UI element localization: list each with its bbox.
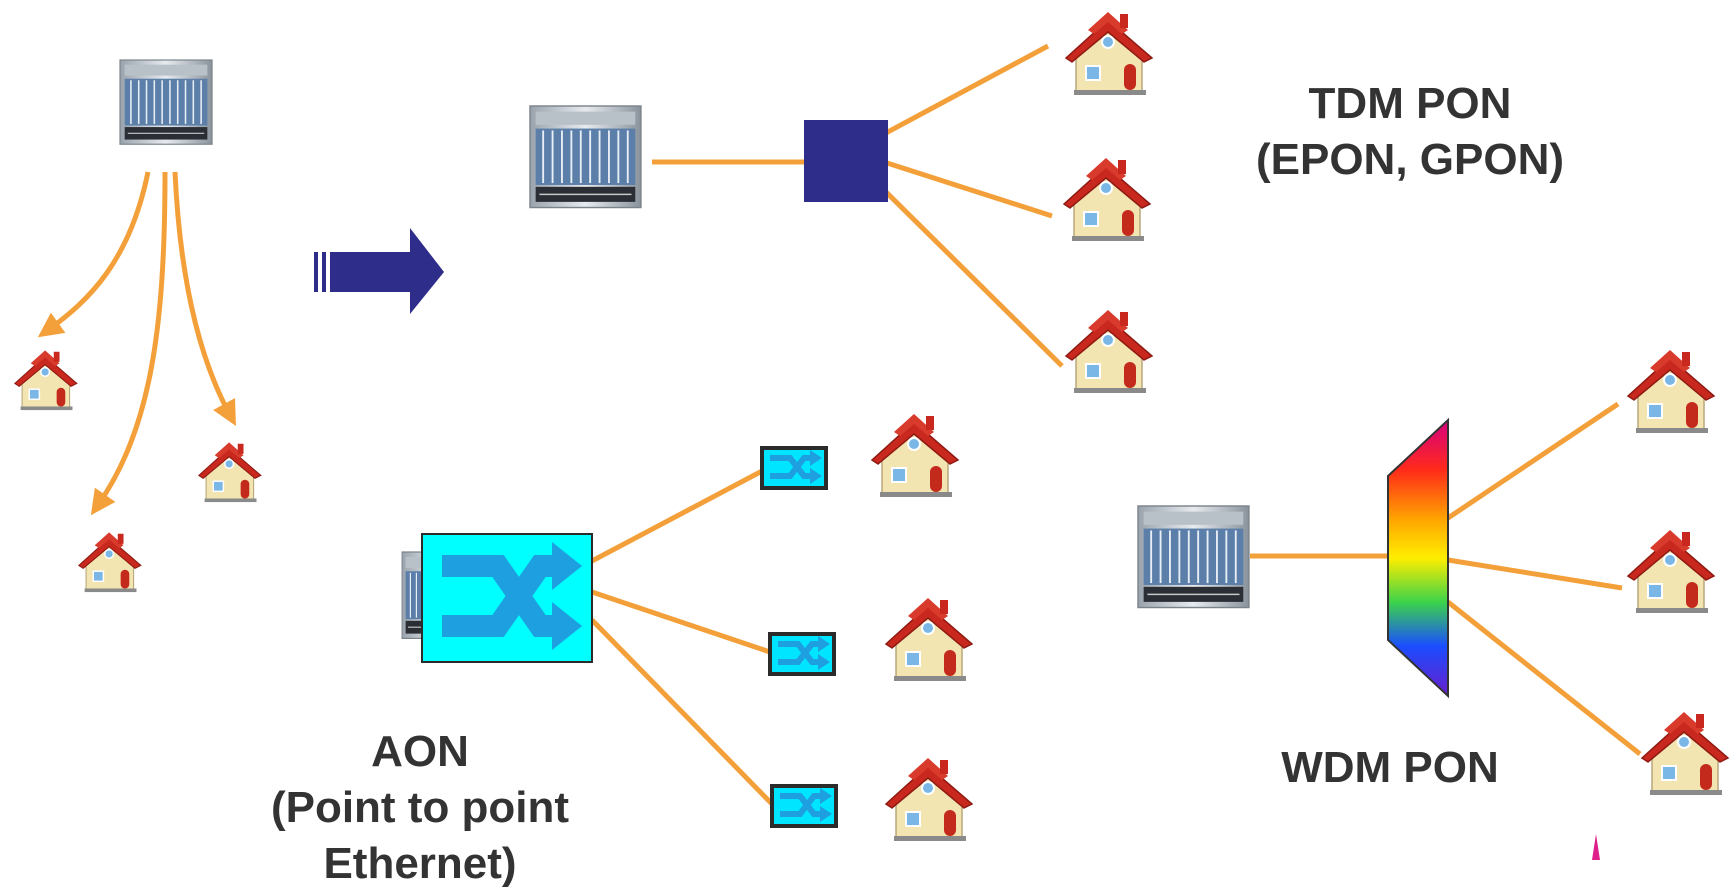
- wdm-pon-group: [1137, 349, 1729, 860]
- aon-subtitle-line2: Ethernet): [323, 839, 517, 888]
- house-icon: [885, 597, 973, 682]
- tdm-pon-group: [529, 11, 1153, 394]
- house-icon: [1641, 711, 1729, 796]
- house-icon: [1065, 11, 1153, 96]
- legacy-p2p-group: [14, 59, 262, 593]
- house-icon: [198, 441, 262, 503]
- wdm-mux-icon: [1387, 417, 1449, 699]
- house-icon: [1627, 529, 1715, 614]
- house-icon: [14, 349, 78, 411]
- fiber-line: [1446, 401, 1620, 521]
- house-icon: [1063, 157, 1151, 242]
- tdm-pon-subtitle: (EPON, GPON): [1255, 135, 1565, 184]
- house-icon: [1627, 349, 1715, 434]
- fiber-line: [882, 43, 1050, 137]
- aon-label: AON (Point to point Ethernet): [220, 724, 620, 892]
- fiber-line: [37, 171, 151, 338]
- fiber-line: [1446, 600, 1642, 756]
- passive-splitter-icon: [804, 120, 888, 202]
- house-icon: [885, 757, 973, 842]
- fiber-line: [590, 618, 774, 806]
- fiber-line: [90, 171, 168, 516]
- house-icon: [78, 531, 142, 593]
- ethernet-switch-icon: [768, 632, 836, 676]
- rack-server-icon: [119, 59, 213, 146]
- fiber-line: [882, 188, 1064, 368]
- house-icon: [1065, 309, 1153, 394]
- ethernet-switch-icon: [421, 533, 593, 663]
- house-icon: [871, 413, 959, 498]
- tdm-pon-label: TDM PON (EPON, GPON): [1200, 76, 1620, 188]
- fiber-line: [591, 589, 771, 655]
- rack-server-icon: [1137, 505, 1250, 609]
- cursor-mark: [1592, 834, 1600, 860]
- ethernet-switch-icon: [760, 446, 828, 490]
- ethernet-switch-icon: [770, 784, 838, 828]
- fiber-line: [1447, 557, 1623, 591]
- aon-group: [401, 413, 973, 842]
- fiber-line: [172, 171, 236, 426]
- aon-subtitle-line1: (Point to point: [270, 783, 570, 832]
- wdm-pon-title: WDM PON: [1281, 743, 1499, 792]
- transition-arrow-icon: [314, 228, 444, 314]
- tdm-pon-title: TDM PON: [1308, 79, 1512, 128]
- fiber-line: [883, 159, 1053, 219]
- fiber-line: [588, 467, 766, 565]
- wdm-pon-label: WDM PON: [1230, 740, 1550, 796]
- rack-server-icon: [529, 105, 642, 209]
- aon-title: AON: [371, 727, 469, 776]
